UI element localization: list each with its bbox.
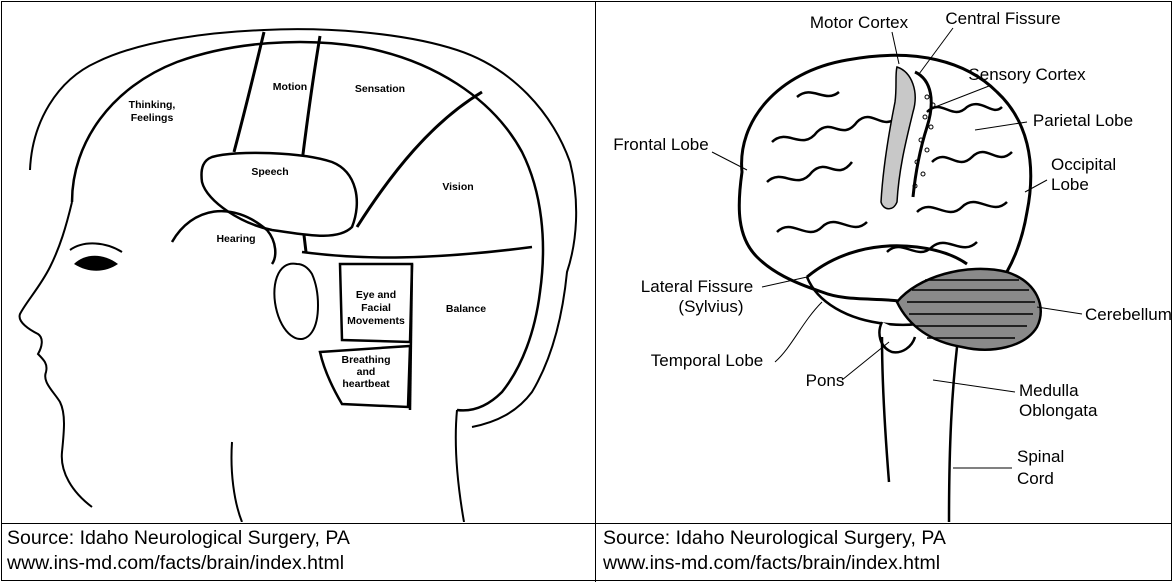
motion-label: Motion: [273, 81, 307, 93]
svg-text:Medulla: Medulla: [1019, 381, 1079, 400]
ear: [274, 264, 318, 339]
brainstem-outline: [882, 337, 957, 522]
label-occipital-lobe: Occipital Lobe: [1051, 155, 1116, 194]
svg-text:Lateral Fissure: Lateral Fissure: [641, 277, 753, 296]
svg-text:Eye and: Eye and: [356, 289, 396, 301]
vision-label: Vision: [442, 181, 473, 193]
head-illustration: Thinking, Feelings Motion Sensation Spee…: [2, 2, 594, 522]
svg-text:Breathing: Breathing: [341, 354, 390, 366]
row-divider: [1, 523, 1172, 524]
svg-text:Lobe: Lobe: [1051, 175, 1089, 194]
label-pons: Pons: [806, 371, 845, 390]
breathing-label: Breathing and heartbeat: [341, 354, 390, 390]
pons-shape: [879, 322, 915, 352]
leader-medulla: [933, 380, 1015, 392]
svg-text:heartbeat: heartbeat: [342, 378, 390, 390]
right-caption-source: Source: Idaho Neurological Surgery, PA: [603, 526, 946, 551]
sensation-vision-boundary: [357, 92, 482, 227]
right-caption-url: www.ins-md.com/facts/brain/index.html: [603, 551, 946, 576]
label-central-fissure: Central Fissure: [945, 9, 1060, 28]
balance-label: Balance: [446, 303, 486, 315]
left-caption-source: Source: Idaho Neurological Surgery, PA: [7, 526, 350, 551]
right-caption: Source: Idaho Neurological Surgery, PA w…: [603, 526, 946, 576]
label-frontal-lobe: Frontal Lobe: [613, 135, 708, 154]
svg-text:Cord: Cord: [1017, 469, 1054, 488]
face-profile: [20, 202, 92, 507]
column-divider: [595, 1, 596, 582]
neck-front: [231, 442, 242, 522]
label-temporal-lobe: Temporal Lobe: [651, 351, 763, 370]
brain-illustration: Motor Cortex Central Fissure Sensory Cor…: [597, 2, 1171, 522]
svg-text:Movements: Movements: [347, 315, 405, 327]
label-cerebellum: Cerebellum: [1085, 305, 1171, 324]
leader-temporal-lobe: [775, 302, 822, 362]
motion-front-boundary: [234, 32, 264, 152]
eye: [74, 256, 118, 271]
hearing-label: Hearing: [216, 233, 255, 245]
svg-text:Thinking,: Thinking,: [129, 99, 176, 111]
left-caption: Source: Idaho Neurological Surgery, PA w…: [7, 526, 350, 576]
svg-text:Spinal: Spinal: [1017, 447, 1064, 466]
leader-cerebellum: [1037, 307, 1082, 314]
brain-anatomy-diagram: Motor Cortex Central Fissure Sensory Cor…: [597, 2, 1171, 522]
svg-text:and: and: [357, 366, 376, 378]
label-sensory-cortex: Sensory Cortex: [968, 65, 1086, 84]
head-regions-diagram: Thinking, Feelings Motion Sensation Spee…: [2, 2, 594, 522]
label-lateral-fissure: Lateral Fissure (Sylvius): [641, 277, 753, 316]
svg-text:Oblongata: Oblongata: [1019, 401, 1098, 420]
label-medulla: Medulla Oblongata: [1019, 381, 1098, 420]
svg-text:(Sylvius): (Sylvius): [678, 297, 743, 316]
eyebrow: [70, 243, 122, 252]
left-caption-url: www.ins-md.com/facts/brain/index.html: [7, 551, 350, 576]
svg-text:Occipital: Occipital: [1051, 155, 1116, 174]
svg-text:Facial: Facial: [361, 302, 391, 314]
sensation-label: Sensation: [355, 83, 405, 95]
svg-text:Feelings: Feelings: [131, 112, 174, 124]
thinking-label: Thinking, Feelings: [129, 99, 176, 124]
label-parietal-lobe: Parietal Lobe: [1033, 111, 1133, 130]
vision-lower-boundary: [302, 247, 532, 257]
eye-facial-label: Eye and Facial Movements: [347, 289, 405, 327]
label-spinal-cord: Spinal Cord: [1017, 447, 1064, 488]
neck-back: [456, 410, 464, 522]
speech-label: Speech: [251, 166, 288, 178]
label-motor-cortex: Motor Cortex: [810, 13, 909, 32]
